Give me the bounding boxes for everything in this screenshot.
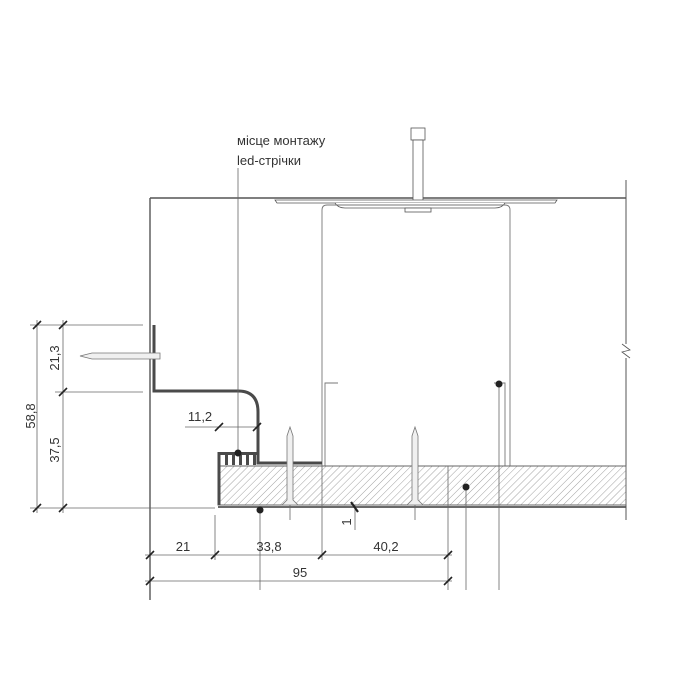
dim-profile-depth: 11,2 [188,409,212,424]
dim-vertical-upper: 21,3 [47,345,62,370]
reference-dots [234,380,503,514]
suspension-rod [274,127,558,213]
dim-bottom-c: 40,2 [373,539,398,554]
wall-screw [79,352,161,360]
dim-vertical-lower: 37,5 [47,437,62,462]
dim-vertical-total: 58,8 [23,403,38,428]
extension-lines [30,168,500,590]
dim-bottom-a: 21 [176,539,190,554]
hanger-frame [321,204,511,466]
dim-bottom-b: 33,8 [256,539,281,554]
board-hatched [217,465,627,506]
dim-bottom-total: 95 [293,565,307,580]
dim-board-gap: 1 [339,518,354,525]
dimension-ticks [32,320,453,586]
led-mount-label-line2: led-стрічки [237,153,301,168]
led-mount-label-line1: місце монтажу [237,133,326,148]
wall-and-ceiling-outline [149,180,631,600]
